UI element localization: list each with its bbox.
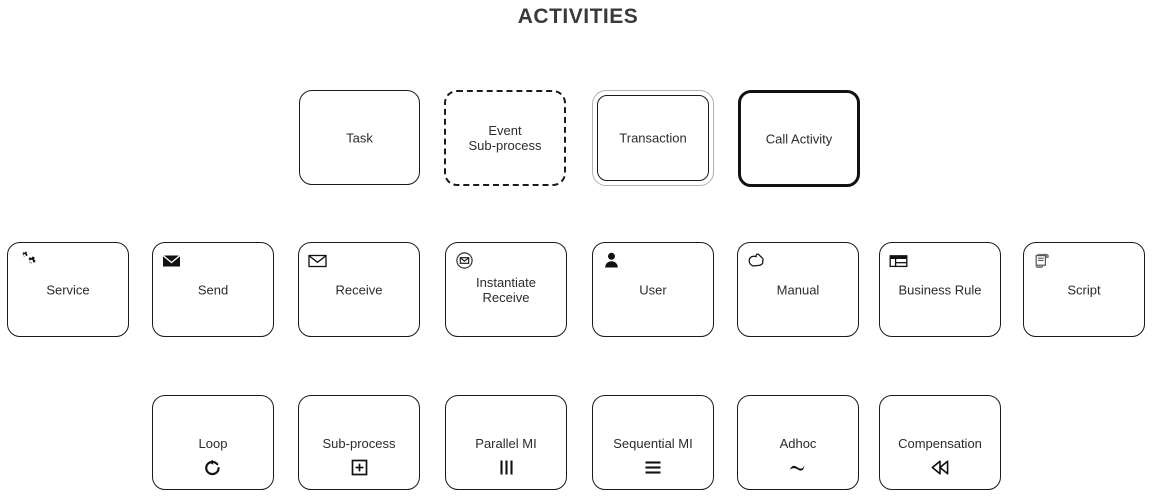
task-instantiate-receive[interactable]: Instantiate Receive — [445, 242, 567, 337]
three-horizontal-bars-icon — [641, 457, 665, 479]
task-send[interactable]: Send — [152, 242, 274, 337]
envelope-outline-icon — [308, 251, 330, 273]
table-icon — [889, 251, 911, 273]
shape-label: Script — [1067, 282, 1101, 297]
shape-label: Sequential MI — [613, 436, 693, 451]
shape-label: Send — [197, 282, 229, 297]
marker-compensation[interactable]: Compensation — [879, 395, 1001, 490]
shape-label: Receive — [335, 282, 383, 297]
envelope-filled-icon — [162, 251, 184, 273]
scroll-icon — [1033, 251, 1055, 273]
task-business-rule[interactable]: Business Rule — [879, 242, 1001, 337]
activity-transaction[interactable]: Transaction — [592, 90, 714, 186]
activity-event-sub-process[interactable]: Event Sub-process — [444, 90, 566, 186]
hand-icon — [747, 251, 769, 273]
task-user[interactable]: User — [592, 242, 714, 337]
loop-arrow-icon — [201, 457, 225, 479]
plus-box-icon — [347, 457, 371, 479]
shape-label: Compensation — [898, 436, 982, 451]
shape-label: Parallel MI — [475, 436, 537, 451]
marker-sequential-mi[interactable]: Sequential MI — [592, 395, 714, 490]
rewind-icon — [928, 457, 952, 479]
activity-task[interactable]: Task — [299, 90, 420, 185]
three-vertical-bars-icon — [494, 457, 518, 479]
marker-sub-process[interactable]: Sub-process — [298, 395, 420, 490]
task-receive[interactable]: Receive — [298, 242, 420, 337]
page-title: ACTIVITIES — [517, 5, 639, 28]
task-manual[interactable]: Manual — [737, 242, 859, 337]
task-script[interactable]: Script — [1023, 242, 1145, 337]
shape-label: Transaction — [619, 130, 687, 146]
tilde-icon — [786, 457, 810, 479]
marker-adhoc[interactable]: Adhoc — [737, 395, 859, 490]
shape-label: Manual — [776, 282, 820, 297]
shape-label: Service — [46, 282, 90, 297]
shape-label: Loop — [198, 436, 228, 451]
shape-label: Business Rule — [898, 282, 982, 297]
person-icon — [602, 251, 624, 273]
task-service[interactable]: Service — [7, 242, 129, 337]
gears-icon — [17, 251, 39, 273]
shape-label: User — [639, 282, 667, 297]
shape-label: Adhoc — [779, 436, 817, 451]
shape-label: Sub-process — [322, 436, 396, 451]
transaction-inner-border — [597, 95, 709, 181]
shape-label: Call Activity — [765, 131, 833, 146]
marker-parallel-mi[interactable]: Parallel MI — [445, 395, 567, 490]
shape-label: Task — [346, 130, 373, 145]
marker-loop[interactable]: Loop — [152, 395, 274, 490]
shape-label: Instantiate Receive — [476, 274, 536, 305]
envelope-in-circle-icon — [455, 251, 477, 273]
shape-label: Event Sub-process — [468, 123, 542, 153]
activity-call-activity[interactable]: Call Activity — [738, 90, 860, 187]
